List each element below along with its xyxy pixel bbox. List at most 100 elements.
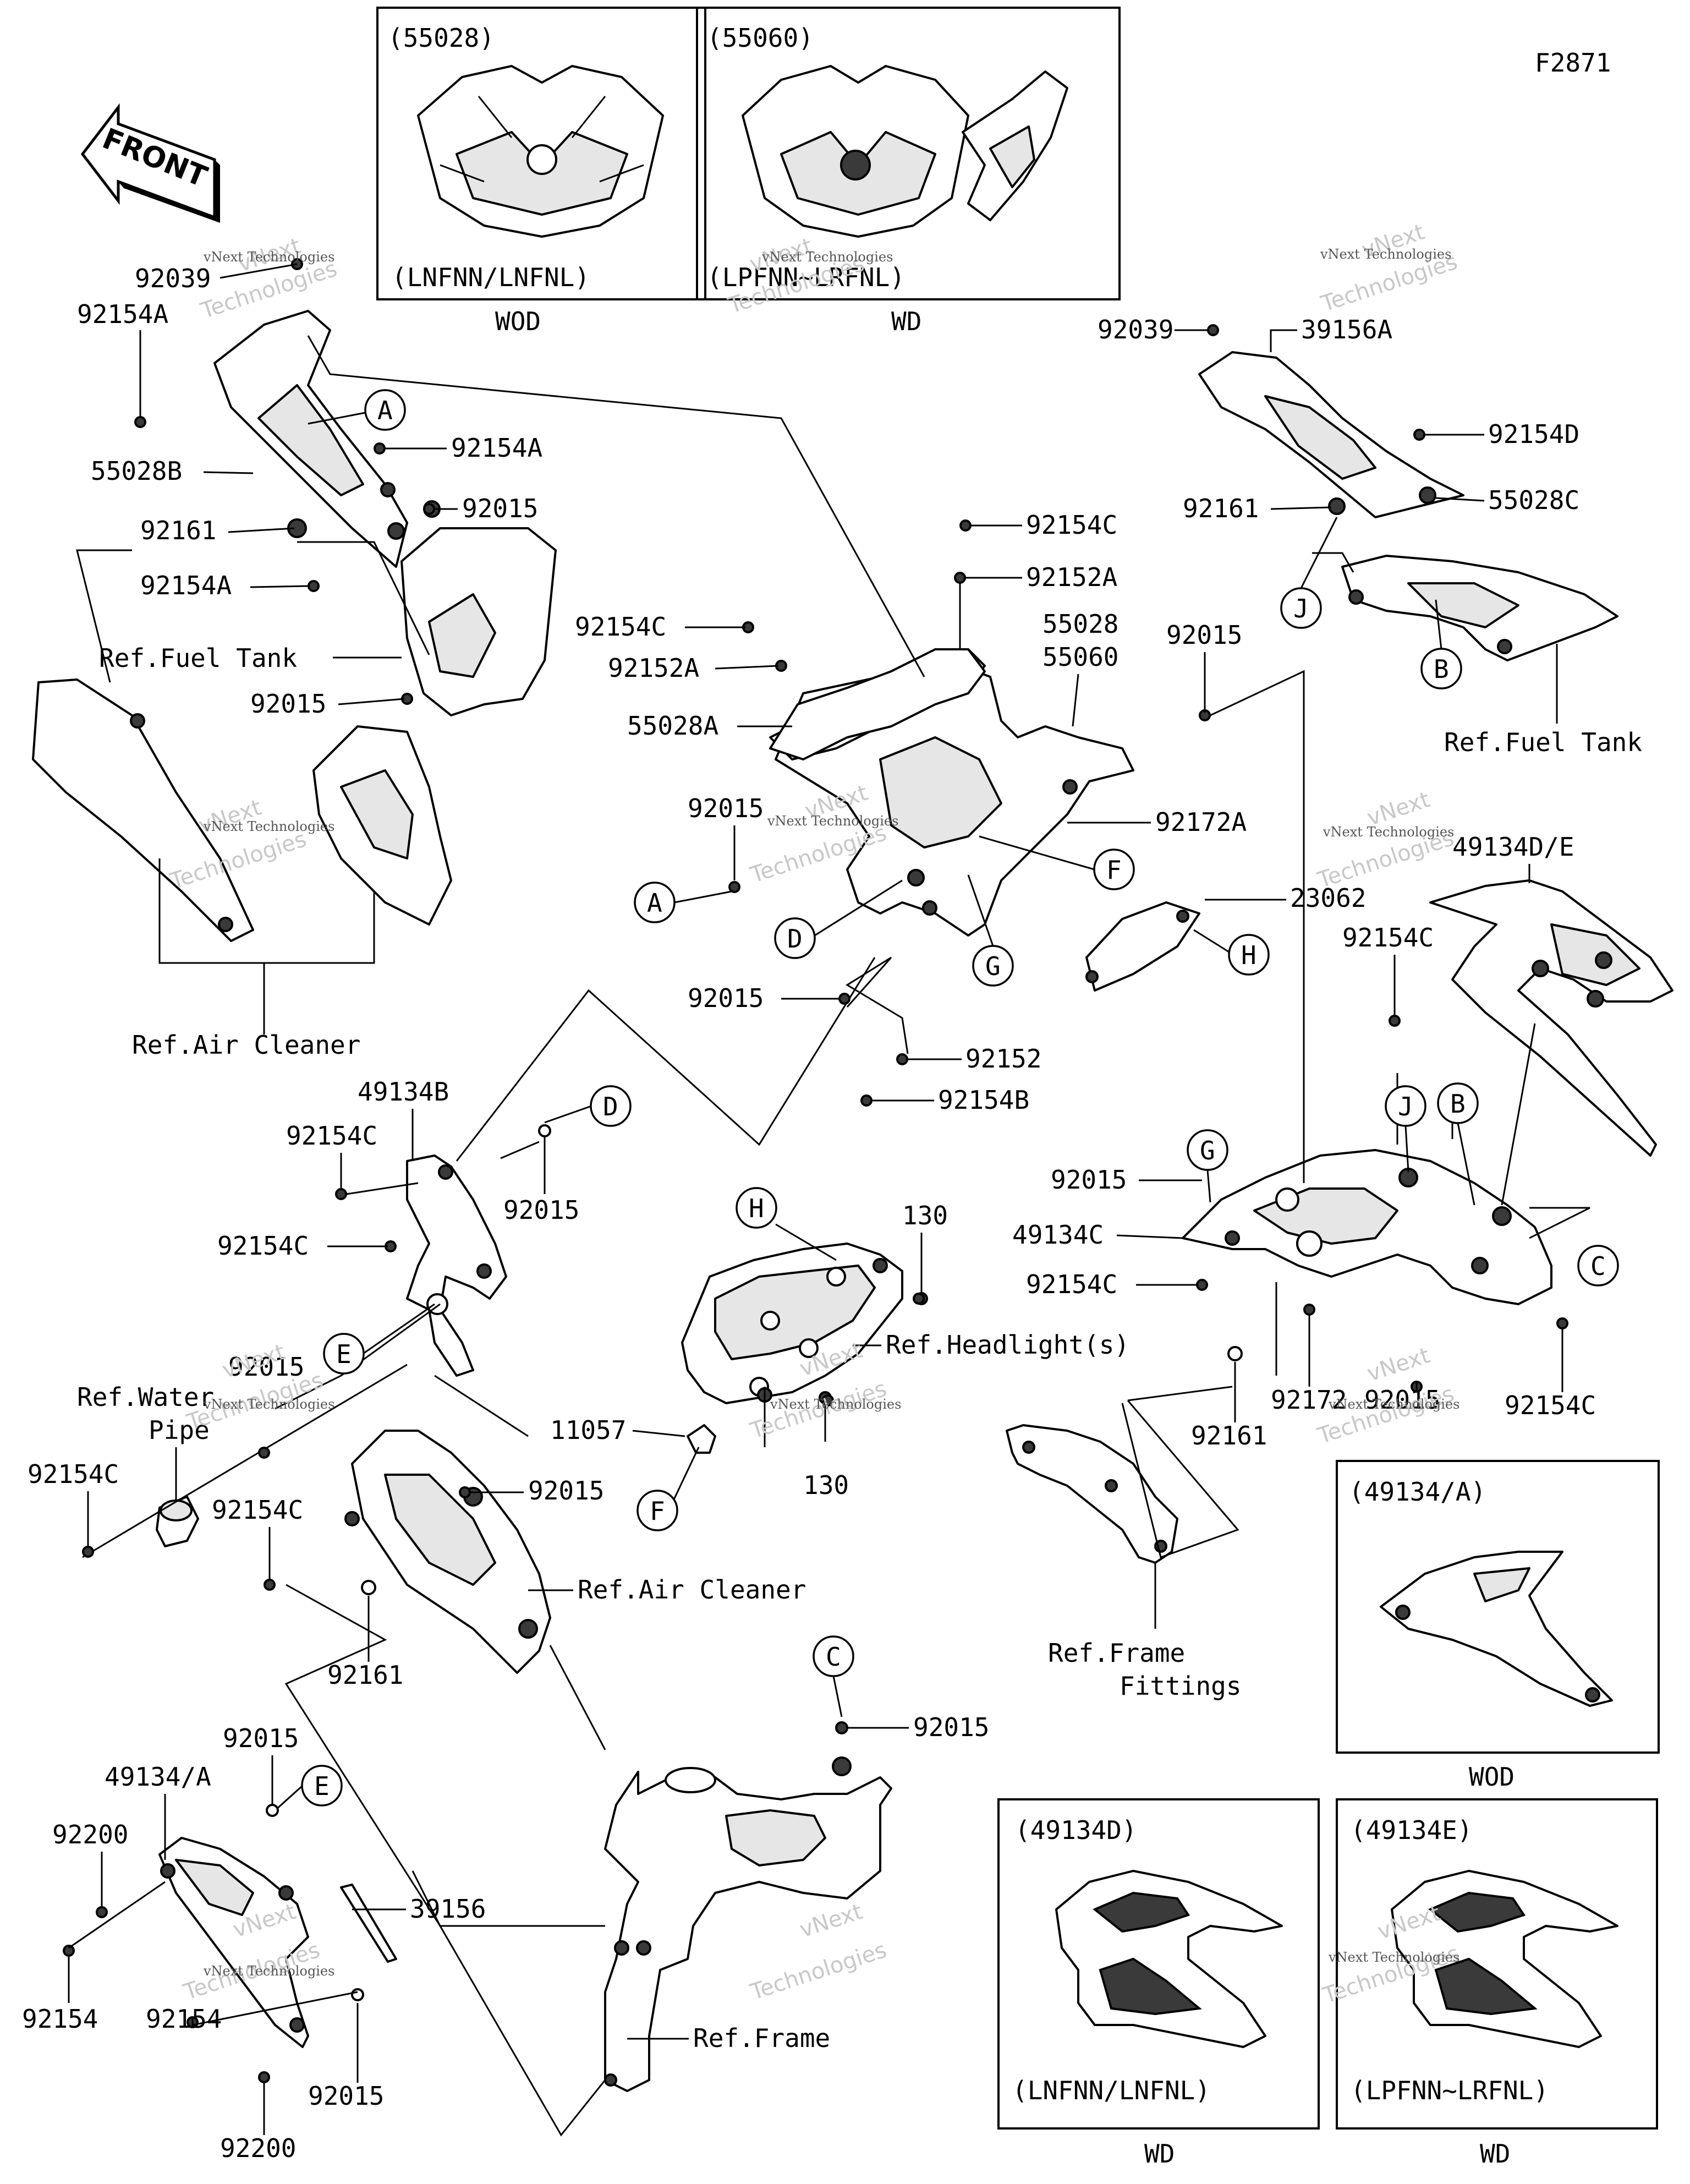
fasteners [63, 258, 1568, 2083]
part-92015-c: 92015 [913, 1712, 989, 1742]
callout-J-1: J [1280, 587, 1322, 629]
svg-text:H: H [749, 1194, 764, 1223]
watermark-label-3: vNext Technologies [1320, 247, 1451, 262]
inset-55060-code: (55060) [707, 23, 814, 53]
part-92154C-top: 92154C [1026, 510, 1117, 540]
part-92015-4: 92015 [688, 793, 764, 823]
part-92154C-2: 92154C [575, 612, 666, 642]
inset-55028-finish: WOD [495, 306, 541, 336]
part-92015-b2: 92015 [308, 2081, 384, 2111]
part-92015-5: 92015 [688, 983, 764, 1013]
part-92172: 92172 [1271, 1385, 1347, 1415]
side-cover-49134A [158, 1837, 309, 2048]
part-92161-1: 92161 [140, 516, 216, 545]
ref-headlights: Ref.Headlight(s) [886, 1330, 1129, 1360]
water-pipe [156, 1496, 199, 1547]
part-39156A: 39156A [1301, 315, 1392, 344]
part-92154C-m2: 92154C [217, 1231, 309, 1261]
inset-49134E-variant: (LPFNN~LRFNL) [1351, 2076, 1549, 2105]
svg-text:A: A [377, 396, 393, 425]
callout-C-2: C [813, 1635, 854, 1677]
part-11057: 11057 [550, 1415, 626, 1445]
part-92154C-r1: 92154C [1342, 923, 1434, 953]
frame-section [604, 1756, 892, 2092]
watermark-label-7: vNext Technologies [203, 1397, 334, 1412]
ref-fuel-tank-right: Ref.Fuel Tank [1444, 727, 1642, 757]
svg-text:B: B [1450, 1089, 1466, 1119]
ref-water-pipe-2: Pipe [149, 1415, 210, 1445]
inset-49134E: (49134E) (LPFNN~LRFNL) WD [1336, 1798, 1658, 2169]
part-23062: 23062 [1290, 883, 1366, 913]
part-92015-r2: 92015 [1364, 1385, 1440, 1415]
part-55060: 55060 [1042, 642, 1118, 672]
part-92039-right: 92039 [1098, 315, 1173, 344]
ref-frame: Ref.Frame [693, 2023, 830, 2053]
inset-55028-variant: (LNFNN/LNFNL) [392, 262, 590, 292]
svg-text:A: A [647, 888, 662, 918]
air-cleaner-block-left-detail [340, 769, 414, 860]
callout-G-1: G [972, 945, 1014, 987]
part-49134DE: 49134D/E [1452, 832, 1574, 862]
part-92152: 92152 [965, 1044, 1041, 1074]
inset-55060-finish: WD [891, 306, 921, 336]
watermark-label-12: vNext Technologies [1328, 1950, 1459, 1965]
inset-49134A-finish: WOD [1469, 1762, 1515, 1792]
bracket-49134B [406, 1154, 507, 1377]
part-92015-r: 92015 [1051, 1165, 1127, 1195]
part-49134B: 49134B [358, 1077, 449, 1107]
inset-55060: (55060) (LPFNN~LRFNL) WD [696, 7, 1121, 336]
callout-D-2: D [590, 1085, 632, 1127]
svg-text:D: D [603, 1092, 618, 1121]
svg-text:C: C [826, 1642, 841, 1672]
part-92015-m2: 92015 [228, 1352, 304, 1382]
watermark-label-1: vNext Technologies [203, 249, 334, 265]
cowl-55028C [1198, 351, 1618, 661]
part-92172A: 92172A [1155, 807, 1247, 837]
clamp-11057 [687, 1424, 716, 1454]
part-92154A-3: 92154A [140, 571, 232, 600]
watermark-label-10: vNext Technologies [203, 1963, 334, 1979]
part-92154B: 92154B [938, 1085, 1029, 1115]
part-92154C-m3: 92154C [28, 1459, 119, 1489]
part-55028A: 55028A [627, 711, 718, 741]
ref-water-pipe-1: Ref.Water [77, 1382, 214, 1412]
inset-49134D-variant: (LNFNN/LNFNL) [1012, 2076, 1210, 2105]
part-92015-b1: 92015 [223, 1723, 299, 1753]
part-92154C-r2: 92154C [1026, 1269, 1117, 1299]
cowl-55028B [213, 310, 441, 568]
part-55028: 55028 [1042, 609, 1118, 639]
part-92152A-2: 92152A [608, 653, 699, 683]
inset-49134A-code: (49134/A) [1349, 1477, 1486, 1507]
inset-49134D: (49134D) (LNFNN/LNFNL) WD [997, 1798, 1320, 2169]
part-92161-r: 92161 [1191, 1421, 1267, 1450]
part-130-2: 130 [803, 1470, 849, 1500]
part-92015-m3: 92015 [528, 1476, 604, 1506]
inset-49134D-finish: WD [1144, 2139, 1175, 2169]
cover-49134C [1182, 1149, 1552, 1305]
inset-49134A: (49134/A) WOD [1336, 1460, 1660, 1792]
svg-text:J: J [1398, 1092, 1413, 1121]
cowl-55028A [769, 648, 986, 760]
part-92154C-m4: 92154C [212, 1495, 303, 1525]
ref-air-cleaner-top: Ref.Air Cleaner [132, 1030, 360, 1060]
callout-B-2: B [1437, 1082, 1479, 1124]
watermark-label-5: vNext Technologies [767, 813, 898, 829]
callout-A-1: A [364, 389, 406, 431]
ref-air-cleaner-mid: Ref.Air Cleaner [578, 1575, 806, 1605]
svg-text:C: C [1590, 1251, 1606, 1281]
part-92154C-m1: 92154C [286, 1121, 377, 1151]
part-92200-2: 92200 [220, 2133, 296, 2163]
svg-text:G: G [985, 951, 1001, 981]
ref-fuel-tank-left: Ref.Fuel Tank [99, 643, 297, 673]
callout-A-2: A [634, 882, 676, 923]
part-92154C-r3: 92154C [1505, 1391, 1596, 1420]
svg-text:F: F [1106, 855, 1122, 885]
callout-E-2: E [301, 1765, 343, 1807]
part-92152A-top: 92152A [1026, 562, 1117, 592]
svg-text:E: E [314, 1771, 330, 1801]
watermark-label-8: vNext Technologies [770, 1397, 901, 1412]
strip-39156 [340, 1884, 397, 1963]
inset-49134D-code: (49134D) [1015, 1815, 1137, 1845]
svg-text:J: J [1293, 594, 1309, 623]
part-49134A: 49134/A [105, 1762, 211, 1792]
